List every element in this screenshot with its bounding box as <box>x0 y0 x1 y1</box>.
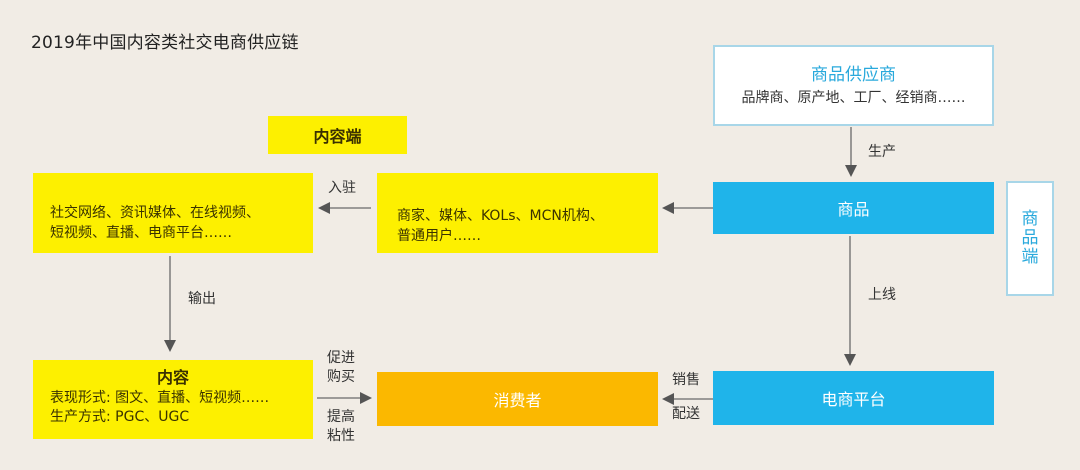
content-title: 内容 <box>156 368 189 387</box>
edge-label-sales: 销售 <box>672 372 700 388</box>
arrowhead-icon <box>845 165 857 177</box>
ecommerce-platform-node: 电商平台 <box>713 371 994 425</box>
edge-label-output: 输出 <box>188 291 216 307</box>
participants-node: 商家、媒体、KOLs、MCN机构、 普通用户…… <box>377 173 658 253</box>
edge-label-go-online: 上线 <box>868 287 896 303</box>
arrowhead-icon <box>662 202 674 214</box>
supplier-title: 商品供应商 <box>811 64 896 85</box>
platforms-node: 社交网络、资讯媒体、在线视频、 短视频、直播、电商平台…… <box>33 173 313 253</box>
edge-label-increase-stickiness: 提高 粘性 <box>327 408 355 446</box>
edge-label-settle-in: 入驻 <box>328 180 356 196</box>
participants-line-1: 商家、媒体、KOLs、MCN机构、 <box>397 208 604 224</box>
content-line-1: 表现形式: 图文、直播、短视频…… <box>50 390 270 406</box>
goods-end-char-3: 端 <box>1021 247 1039 267</box>
content-node: 内容 表现形式: 图文、直播、短视频…… 生产方式: PGC、UGC <box>33 360 313 439</box>
participants-line-2: 普通用户…… <box>397 228 481 244</box>
edge-label-line: 粘性 <box>327 428 355 444</box>
arrowhead-icon <box>844 354 856 366</box>
diagram-title: 2019年中国内容类社交电商供应链 <box>31 33 299 53</box>
edge-label-line: 促进 <box>327 350 355 366</box>
edge-label-line: 购买 <box>327 369 355 385</box>
arrowhead-icon <box>164 340 176 352</box>
supplier-subtitle: 品牌商、原产地、工厂、经销商…… <box>741 89 966 106</box>
goods-end-char-1: 商 <box>1021 209 1039 229</box>
edge-label-delivery: 配送 <box>672 406 700 422</box>
consumer-node: 消费者 <box>377 372 658 426</box>
goods-end-label: 商 品 端 <box>1006 181 1054 296</box>
arrowhead-icon <box>662 393 674 405</box>
edge-label-production: 生产 <box>868 144 896 160</box>
goods-node: 商品 <box>713 182 994 234</box>
platforms-line-2: 短视频、直播、电商平台…… <box>50 225 232 241</box>
edge-label-promote-purchase: 促进 购买 <box>327 349 355 387</box>
arrowhead-icon <box>318 202 330 214</box>
platforms-line-1: 社交网络、资讯媒体、在线视频、 <box>50 205 260 221</box>
supplier-node: 商品供应商 品牌商、原产地、工厂、经销商…… <box>713 45 994 126</box>
content-end-label: 内容端 <box>268 116 407 154</box>
goods-end-char-2: 品 <box>1021 228 1039 248</box>
content-line-2: 生产方式: PGC、UGC <box>50 409 190 425</box>
arrowhead-icon <box>360 392 372 404</box>
edge-label-line: 提高 <box>327 409 355 425</box>
